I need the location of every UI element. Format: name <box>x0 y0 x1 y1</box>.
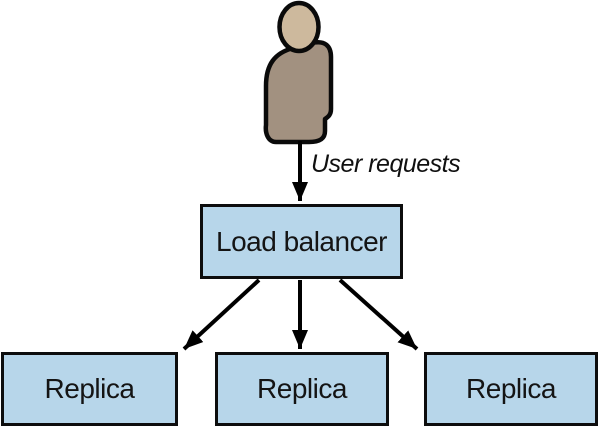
person-head <box>277 0 321 54</box>
user-requests-label: User requests <box>311 150 461 178</box>
replica-label-3: Replica <box>466 373 556 404</box>
person-icon <box>263 0 334 145</box>
replica-node-1: Replica <box>1 352 178 426</box>
arrow-lb-to-replica-right <box>338 278 419 351</box>
load-balancer-node: Load balancer <box>200 204 403 279</box>
arrow-lb-to-replica-left <box>182 278 261 351</box>
replica-node-2: Replica <box>215 352 389 426</box>
replica-label-1: Replica <box>44 373 135 404</box>
load-balancer-label: Load balancer <box>216 225 387 257</box>
replica-label-2: Replica <box>257 373 347 404</box>
replica-node-3: Replica <box>424 352 598 426</box>
person-body <box>263 40 334 145</box>
